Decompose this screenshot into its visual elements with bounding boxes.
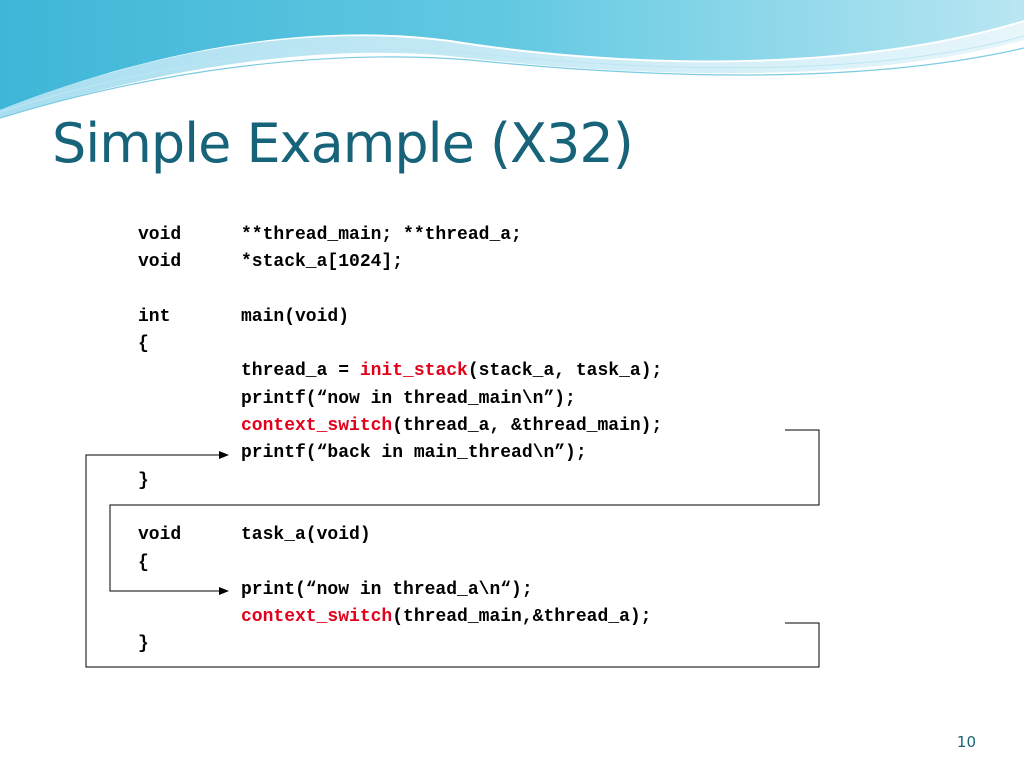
- code-type: void: [138, 225, 182, 245]
- code-type: int: [138, 306, 171, 327]
- code-line: }: [138, 634, 149, 655]
- page-number: 10: [956, 733, 976, 751]
- code-line: thread_a = init_stack(stack_a, task_a);: [138, 358, 662, 385]
- code-block: void **thread_main; **thread_a; void *stac…: [138, 222, 662, 659]
- code-text: thread_a =: [241, 361, 360, 382]
- code-line: {: [138, 552, 149, 573]
- code-text: printf(“back in main_thread\n”);: [241, 443, 587, 464]
- highlighted-function: init_stack: [359, 361, 468, 382]
- code-text: **thread_main; **thread_a;: [241, 225, 522, 245]
- code-text: (stack_a, task_a);: [467, 361, 663, 382]
- code-line: {: [138, 334, 149, 355]
- code-text: task_a(void): [241, 525, 371, 546]
- code-line: printf(“back in main_thread\n”);: [138, 440, 662, 467]
- code-text: printf(“now in thread_main\n”);: [241, 388, 576, 409]
- code-line: print(“now in thread_a\n“);: [138, 577, 662, 604]
- code-type: void: [138, 525, 182, 546]
- code-line: void **thread_main; **thread_a;: [138, 222, 662, 249]
- code-text: print(“now in thread_a\n“);: [241, 579, 533, 600]
- code-blank-line: [138, 495, 662, 522]
- code-type: void: [138, 252, 182, 273]
- code-text: main(void): [241, 306, 350, 327]
- code-blank-line: [138, 277, 662, 304]
- code-text: (thread_main,&thread_a);: [392, 607, 652, 628]
- highlighted-function: context_switch: [241, 416, 393, 437]
- code-line: void *stack_a[1024];: [138, 249, 662, 276]
- code-line: }: [138, 470, 149, 491]
- code-text: (thread_a, &thread_main);: [392, 416, 663, 437]
- code-line: int main(void): [138, 304, 662, 331]
- header-wave-decoration: [0, 0, 1024, 119]
- highlighted-function: context_switch: [241, 607, 393, 628]
- slide-title: Simple Example (X32): [52, 112, 634, 175]
- code-text: *stack_a[1024];: [241, 252, 404, 273]
- code-line: printf(“now in thread_main\n”);: [138, 386, 662, 413]
- code-line: void task_a(void): [138, 522, 662, 549]
- code-line: context_switch(thread_main,&thread_a);: [138, 604, 662, 631]
- code-line: context_switch(thread_a, &thread_main);: [138, 413, 662, 440]
